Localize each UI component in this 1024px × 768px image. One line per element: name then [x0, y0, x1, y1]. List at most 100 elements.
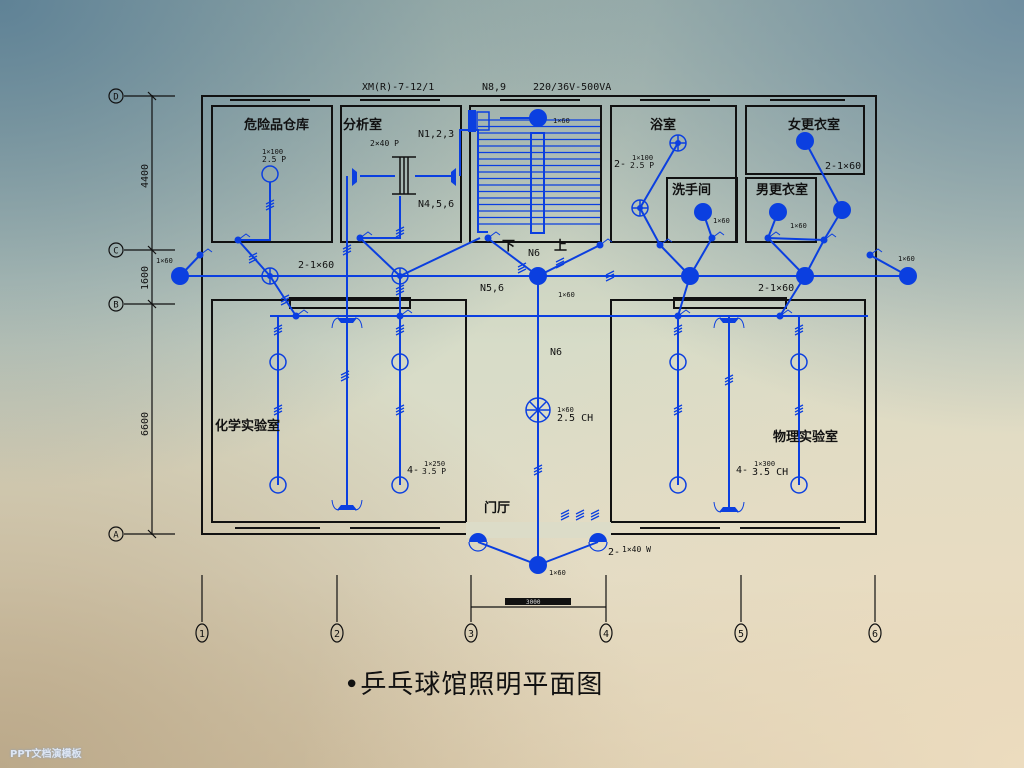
wall-lamp-outline	[588, 541, 608, 552]
column-axis-2: 2	[330, 623, 344, 643]
axis-label: 6	[872, 629, 878, 640]
lobby-lamp-spec-bottom: 2.5 CH	[557, 413, 593, 424]
wire-count-tick	[280, 297, 290, 303]
column-axis-4: 4	[599, 623, 613, 643]
column-axis-3: 3	[464, 623, 478, 643]
lamp-center	[397, 273, 403, 279]
reflector-lamp-icon	[719, 318, 739, 323]
wall-lamp-icon	[469, 533, 487, 542]
corridor-right-spec: 2-1×60	[758, 283, 794, 294]
switch-lever	[823, 233, 837, 241]
wire-count-marks	[248, 199, 804, 521]
washroom-lamp-spec: 1×60	[713, 217, 730, 225]
ceiling-lamp-icon	[681, 267, 699, 285]
wire-count-tick	[794, 330, 804, 336]
round-lamp-icon	[669, 353, 687, 371]
fume-hood-icon	[392, 156, 416, 195]
switch-lever	[869, 248, 883, 256]
axis-circle	[330, 623, 344, 643]
row-axis-A: A	[108, 526, 124, 542]
waterproof-lamp-icon	[391, 267, 409, 285]
wall-washroom	[666, 177, 738, 243]
switch-lever	[659, 238, 673, 246]
circuit-n6-mid: N6	[550, 347, 562, 358]
wire-count-tick	[395, 404, 405, 410]
room-hazardous-storage: 危险品仓库	[244, 117, 309, 133]
round-lamp-icon	[669, 476, 687, 494]
round-lamp-icon	[261, 165, 279, 183]
wire-count-tick	[673, 327, 683, 333]
wiring	[179, 117, 909, 566]
room-chem-lab: 化学实验室	[215, 418, 280, 434]
lamp-center	[637, 205, 643, 211]
ceiling-lamp-icon	[529, 556, 547, 574]
wire-count-tick	[724, 377, 734, 383]
wire-count-tick	[273, 407, 283, 413]
wire-count-tick	[248, 252, 258, 258]
row-axis-B: B	[108, 296, 124, 312]
switch-lever	[295, 309, 309, 317]
row-axis-C: C	[108, 242, 124, 258]
axis-label: B	[113, 301, 118, 311]
wire-count-tick	[340, 376, 350, 382]
top-labels: XM(R)-7-12/1 N8,9 220/36V-500VA	[362, 82, 611, 93]
wire-count-tick	[673, 330, 683, 336]
transformer-icon	[476, 111, 490, 131]
entrance-center-spec: 1×60	[549, 569, 566, 577]
ceiling-lamp-icon	[171, 267, 189, 285]
bath-lamp-spec-bottom: 2.5 P	[630, 161, 654, 170]
wire-count-tick	[395, 407, 405, 413]
phys-lamp-spec-top: 1×300	[754, 460, 775, 468]
column-axis-5: 5	[734, 623, 748, 643]
ceiling-lamp-icon	[769, 203, 787, 221]
lobby-lamp-spec-top: 1×60	[557, 406, 574, 414]
wire-count-tick	[395, 232, 405, 238]
wire-count-tick	[395, 327, 405, 333]
wire-count-tick	[395, 284, 405, 290]
wire-count-tick	[517, 262, 527, 268]
axis-label: A	[113, 531, 119, 541]
wire-count-tick	[673, 404, 683, 410]
axis-circle	[108, 88, 124, 104]
wire-count-tick	[575, 512, 585, 518]
wire-count-tick	[395, 226, 405, 232]
wire-count-tick	[555, 260, 565, 266]
wire-count-tick	[265, 202, 275, 208]
wire-count-tick	[794, 410, 804, 416]
wire-count-tick	[590, 509, 600, 515]
axis-label: 4	[603, 629, 609, 640]
wire-count-tick	[273, 404, 283, 410]
wall-phys-lab	[610, 299, 866, 523]
circuit-n456: N4,5,6	[418, 199, 454, 210]
room-analysis: 分析室	[343, 117, 382, 133]
axis-label: 5	[738, 629, 744, 640]
wire-count-tick	[273, 330, 283, 336]
chem-lamp-spec-top: 1×250	[424, 460, 445, 468]
wall-stair	[469, 105, 602, 243]
circuit-n89-label: N8,9	[482, 82, 506, 93]
waterproof-lamp-icon	[631, 199, 649, 217]
round-lamp-icon	[391, 476, 409, 494]
axis-circle	[108, 526, 124, 542]
wire-count-tick	[533, 467, 543, 473]
wire-count-tick	[248, 255, 258, 261]
wire-count-tick	[517, 268, 527, 274]
circuit-n56: N5,6	[480, 283, 504, 294]
wire-count-tick	[395, 290, 405, 296]
wire-count-tick	[395, 287, 405, 293]
wire-count-tick	[794, 404, 804, 410]
pendant-lamp-icon	[525, 397, 551, 423]
wire-count-tick	[605, 270, 615, 276]
wire-count-tick	[560, 515, 570, 521]
wire-count-tick	[724, 374, 734, 380]
axis-circle	[108, 296, 124, 312]
wire-count-tick	[265, 205, 275, 211]
distribution-panel-icon	[468, 110, 476, 132]
axis-label: C	[113, 247, 118, 257]
ceiling-lamp-icon	[899, 267, 917, 285]
dimension-labels: 4400 1600 6600 3000	[140, 164, 571, 606]
transformer-label: 220/36V-500VA	[533, 82, 611, 93]
wire-count-tick	[575, 515, 585, 521]
wall-chem-lab	[211, 299, 467, 523]
wire-count-tick	[342, 244, 352, 250]
